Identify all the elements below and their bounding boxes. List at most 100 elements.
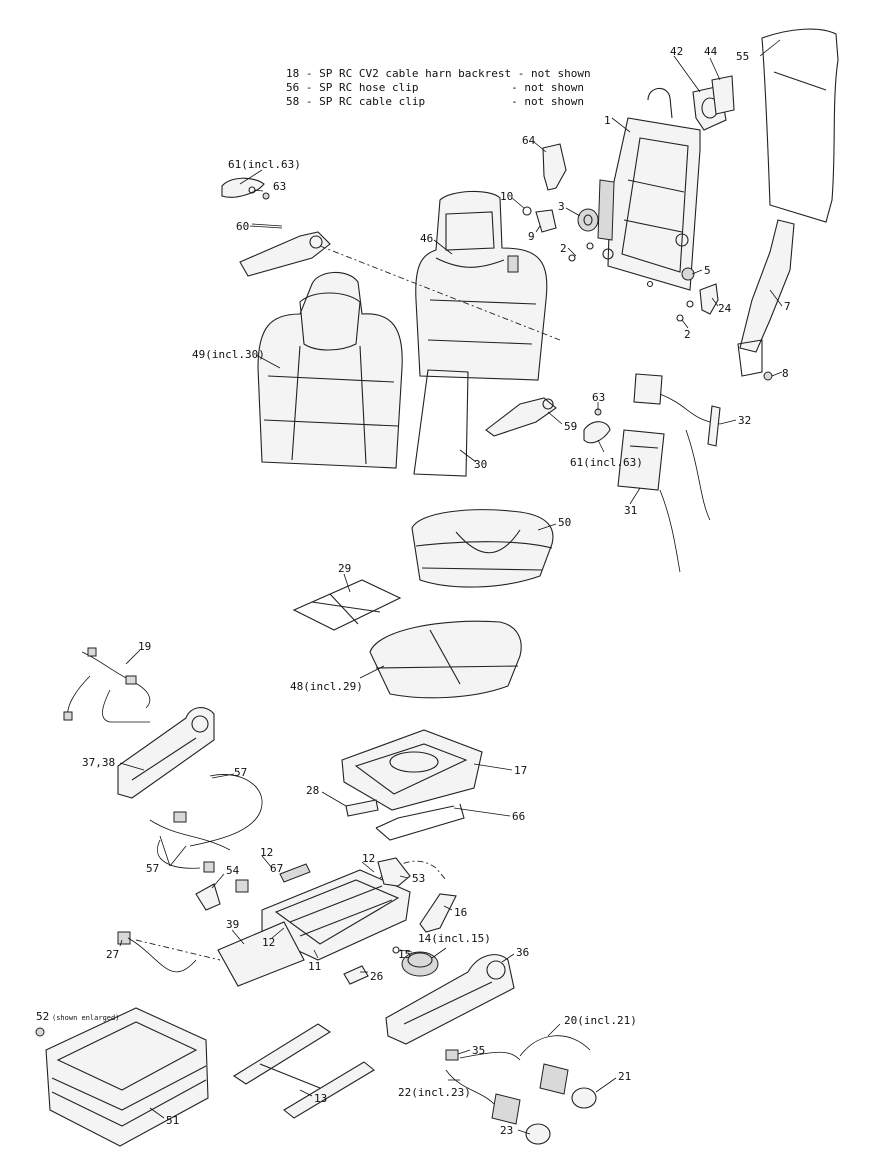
part-17-seat-pan bbox=[341, 729, 483, 811]
label-32: 32 bbox=[738, 414, 751, 427]
label-52-note: (shown enlarged) bbox=[52, 1014, 119, 1022]
label-11: 11 bbox=[308, 960, 321, 973]
label-26: 26 bbox=[370, 970, 383, 983]
label-61-top: 61(incl.63) bbox=[228, 158, 301, 171]
part-61-63-caps-right bbox=[583, 408, 611, 444]
part-26-latch bbox=[343, 965, 369, 985]
part-49-backrest-cover bbox=[257, 271, 403, 469]
label-24: 24 bbox=[718, 302, 732, 315]
label-8: 8 bbox=[782, 367, 789, 380]
part-19-wiring-harness bbox=[63, 647, 151, 723]
label-63-top: 63 bbox=[273, 180, 286, 193]
label-16: 16 bbox=[454, 906, 467, 919]
part-60-armrest-left bbox=[239, 223, 561, 341]
label-61-right: 61(incl.63) bbox=[570, 456, 643, 469]
note-line-3: 58 - SP RC cable clip - not shown bbox=[286, 95, 584, 108]
part-64-bracket bbox=[542, 143, 567, 191]
label-17: 17 bbox=[514, 764, 527, 777]
label-36: 36 bbox=[516, 946, 529, 959]
part-51-base-shroud bbox=[35, 1007, 209, 1147]
label-10: 10 bbox=[500, 190, 513, 203]
part-37-38-side-trim bbox=[117, 707, 215, 799]
part-28-bracket bbox=[345, 799, 379, 817]
label-57-upper: 57 bbox=[234, 766, 247, 779]
label-53: 53 bbox=[412, 872, 425, 885]
label-9: 9 bbox=[528, 230, 535, 243]
label-23: 23 bbox=[500, 1124, 513, 1137]
label-2-lower: 2 bbox=[684, 328, 691, 341]
part-27-harness bbox=[117, 931, 221, 973]
label-12-lower: 12 bbox=[262, 936, 275, 949]
part-labels: 42 44 55 1 64 61(incl.63) 63 60 10 3 9 2… bbox=[36, 45, 791, 1137]
label-63-right: 63 bbox=[592, 391, 605, 404]
note-line-2: 56 - SP RC hose clip - not shown bbox=[286, 81, 584, 94]
label-21: 21 bbox=[618, 1070, 631, 1083]
label-66: 66 bbox=[512, 810, 525, 823]
part-57-harness-lower bbox=[149, 774, 263, 893]
label-59: 59 bbox=[564, 420, 577, 433]
label-39: 39 bbox=[226, 918, 239, 931]
part-3-9-10-recliner bbox=[522, 206, 599, 233]
label-30: 30 bbox=[474, 458, 487, 471]
label-49: 49(incl.30) bbox=[192, 348, 265, 361]
part-30-back-panel bbox=[413, 369, 469, 477]
part-7-seat-belt bbox=[737, 219, 795, 381]
part-1-backrest-frame bbox=[597, 87, 701, 291]
part-13-seat-rails bbox=[232, 1023, 375, 1119]
label-48: 48(incl.29) bbox=[290, 680, 363, 693]
label-12-right: 12 bbox=[362, 852, 375, 865]
leader-lines bbox=[119, 39, 783, 1135]
part-48-seat-foam bbox=[369, 620, 522, 699]
label-55: 55 bbox=[736, 50, 749, 63]
label-50: 50 bbox=[558, 516, 571, 529]
label-15: 15 bbox=[398, 948, 411, 961]
label-19: 19 bbox=[138, 640, 151, 653]
label-54: 54 bbox=[226, 864, 240, 877]
part-29-mat bbox=[292, 579, 402, 631]
part-59-armrest-right bbox=[485, 397, 557, 437]
part-46-backrest-foam bbox=[415, 190, 548, 381]
notes-block: 18 - SP RC CV2 cable harn backrest - not… bbox=[286, 67, 591, 108]
part-54-bracket bbox=[195, 883, 221, 911]
label-35: 35 bbox=[472, 1044, 485, 1057]
label-5: 5 bbox=[704, 264, 711, 277]
label-2-upper: 2 bbox=[560, 242, 567, 255]
label-29: 29 bbox=[338, 562, 351, 575]
part-31-32-module-harness bbox=[617, 373, 721, 573]
label-13: 13 bbox=[314, 1092, 327, 1105]
label-14: 14(incl.15) bbox=[418, 932, 491, 945]
part-42-44-brackets bbox=[692, 75, 735, 131]
part-66-frame-wire bbox=[375, 803, 465, 841]
part-39-cover bbox=[217, 921, 305, 987]
label-51: 51 bbox=[166, 1114, 179, 1127]
label-27: 27 bbox=[106, 948, 119, 961]
label-67: 67 bbox=[270, 862, 283, 875]
part-36-side-shield bbox=[385, 954, 515, 1045]
label-31: 31 bbox=[624, 504, 637, 517]
part-55-backrest-panel bbox=[761, 28, 839, 223]
label-52: 52 bbox=[36, 1010, 49, 1023]
label-46: 46 bbox=[420, 232, 433, 245]
label-64: 64 bbox=[522, 134, 536, 147]
label-60: 60 bbox=[236, 220, 249, 233]
part-61-63-caps-top bbox=[221, 177, 270, 200]
label-3: 3 bbox=[558, 200, 565, 213]
note-line-1: 18 - SP RC CV2 cable harn backrest - not… bbox=[286, 67, 591, 80]
part-16-actuator bbox=[419, 893, 457, 933]
label-42: 42 bbox=[670, 45, 683, 58]
part-53-bracket bbox=[377, 857, 411, 887]
label-44: 44 bbox=[704, 45, 718, 58]
part-14-15-motor bbox=[392, 946, 439, 977]
label-37-38: 37,38 bbox=[82, 756, 115, 769]
label-57-lower: 57 bbox=[146, 862, 159, 875]
part-20-23-cables bbox=[445, 1035, 597, 1145]
label-20: 20(incl.21) bbox=[564, 1014, 637, 1027]
label-1: 1 bbox=[604, 114, 611, 127]
label-28: 28 bbox=[306, 784, 319, 797]
label-22: 22(incl.23) bbox=[398, 1086, 471, 1099]
label-7: 7 bbox=[784, 300, 791, 313]
part-2-5-24-fasteners bbox=[568, 242, 719, 322]
part-50-seat-cover bbox=[411, 509, 554, 588]
part-35-connector bbox=[445, 1049, 459, 1061]
